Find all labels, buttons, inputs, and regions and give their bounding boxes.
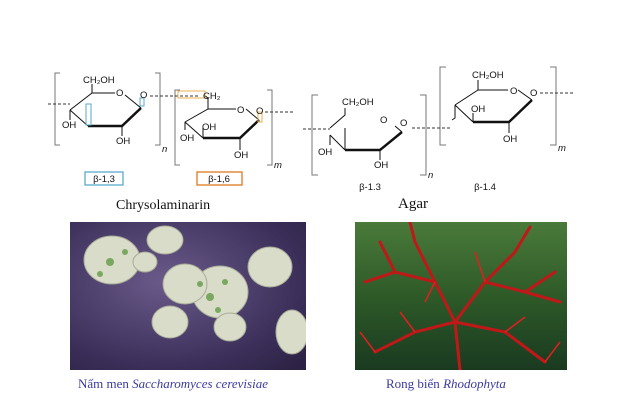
repeat-m: m bbox=[558, 143, 566, 154]
bracket bbox=[420, 94, 427, 176]
label-ch2oh: CH₂OH bbox=[342, 97, 374, 108]
agar-title: Agar bbox=[398, 196, 428, 212]
label-ring-o: O bbox=[237, 105, 244, 116]
seaweed-photo bbox=[355, 222, 567, 370]
label-ring-o: O bbox=[380, 115, 387, 126]
seaweed-caption: Rong biển Rhodophyta bbox=[386, 376, 506, 391]
linkage-beta13: β-1.3 bbox=[359, 182, 381, 193]
bracket bbox=[311, 94, 318, 176]
label-oh: OH bbox=[234, 150, 248, 161]
label-oh: OH bbox=[62, 120, 76, 131]
repeat-n: n bbox=[428, 170, 433, 181]
label-ch2oh: CH₂OH bbox=[83, 75, 115, 86]
label-link-o: O bbox=[256, 106, 263, 117]
chrysolaminarin-title: Chrysolaminarin bbox=[116, 198, 211, 213]
bracket bbox=[267, 89, 273, 166]
chemical-structures: CH₂OH O O OH OH n n CH₂ O O OH OH OH m β… bbox=[48, 66, 575, 193]
bracket bbox=[174, 89, 180, 166]
yeast-caption: Nấm men Saccharomyces cerevisiae bbox=[78, 376, 268, 391]
label-oh: OH bbox=[471, 104, 485, 115]
bracket bbox=[439, 66, 446, 146]
label-link-o: O bbox=[530, 88, 537, 99]
label-ring-o: O bbox=[510, 86, 517, 97]
linkage-beta14: β-1.4 bbox=[474, 182, 496, 193]
label-ch2: CH₂ bbox=[203, 91, 221, 102]
repeat-n: n bbox=[162, 144, 167, 155]
label-link-o: O bbox=[140, 90, 147, 101]
yeast-photo bbox=[70, 222, 306, 370]
repeat-m: m bbox=[274, 160, 282, 171]
linkage-beta16: β-1,6 bbox=[208, 174, 230, 185]
label-oh: OH bbox=[318, 147, 332, 158]
sugar-ring bbox=[69, 109, 89, 127]
bracket bbox=[155, 72, 161, 146]
bracket bbox=[54, 72, 60, 146]
label-oh: OH bbox=[180, 133, 194, 144]
label-oh: OH bbox=[503, 134, 517, 145]
label-ch2oh: CH₂OH bbox=[472, 70, 504, 81]
label-link-o: O bbox=[400, 118, 407, 129]
bracket bbox=[550, 66, 557, 146]
label-oh: OH bbox=[202, 122, 216, 133]
label-ring-o: O bbox=[116, 88, 123, 99]
linkage-beta13: β-1,3 bbox=[93, 174, 115, 185]
label-oh: OH bbox=[374, 160, 388, 171]
label-oh: OH bbox=[116, 136, 130, 147]
